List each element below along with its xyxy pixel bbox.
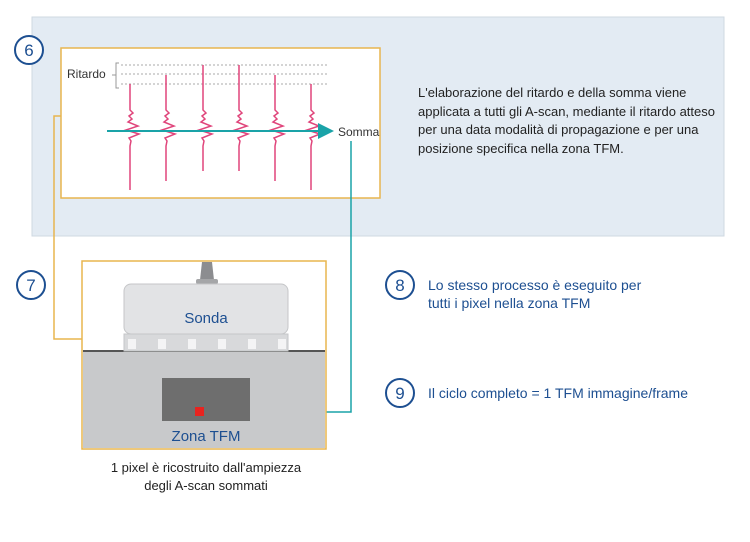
probe-label: Sonda bbox=[184, 310, 228, 327]
probe-element bbox=[188, 339, 196, 349]
tfm-pixel bbox=[195, 407, 204, 416]
probe-element bbox=[128, 339, 136, 349]
probe-element bbox=[278, 339, 286, 349]
tfm-zone bbox=[162, 378, 250, 421]
step-8-badge bbox=[385, 270, 415, 300]
sum-label: Somma bbox=[338, 125, 380, 139]
probe-element bbox=[158, 339, 166, 349]
step-6-badge bbox=[14, 35, 44, 65]
step-8-number: 8 bbox=[395, 276, 404, 295]
probe-cable-base bbox=[196, 279, 218, 284]
ascan-trace bbox=[196, 65, 215, 171]
ascan-trace bbox=[159, 75, 178, 181]
caption-line-1: 1 pixel è ricostruito dall'ampiezza bbox=[110, 460, 302, 475]
step-9-text: Il ciclo completo = 1 TFM immagine/frame bbox=[428, 385, 688, 401]
ascan-trace bbox=[232, 65, 251, 171]
pixel-caption: 1 pixel è ricostruito dall'ampiezza degl… bbox=[80, 459, 332, 495]
step-8-line-2: tutti i pixel nella zona TFM bbox=[428, 295, 591, 311]
probe-element-array bbox=[128, 339, 286, 349]
step-8-text: Lo stesso processo è eseguito per tutti … bbox=[428, 276, 738, 312]
ascans bbox=[123, 65, 323, 190]
delay-label: Ritardo bbox=[67, 67, 106, 81]
probe-element bbox=[218, 339, 226, 349]
ascan-frame bbox=[60, 47, 381, 199]
ascan-trace bbox=[123, 84, 142, 190]
caption-line-2: degli A-scan sommati bbox=[144, 478, 268, 493]
frame-connector bbox=[53, 115, 82, 340]
step-6-description: L'elaborazione del ritardo e della somma… bbox=[418, 85, 715, 156]
step-8-line-1: Lo stesso processo è eseguito per bbox=[428, 277, 642, 293]
step-7-number: 7 bbox=[26, 276, 35, 295]
step-7-badge bbox=[16, 270, 46, 300]
step-9-badge bbox=[385, 378, 415, 408]
probe-element bbox=[248, 339, 256, 349]
step-6-number: 6 bbox=[24, 41, 33, 60]
probe-cable bbox=[200, 262, 214, 280]
tfm-zone-label: Zona TFM bbox=[172, 428, 241, 445]
delay-bracket bbox=[112, 62, 119, 89]
ascan-trace bbox=[268, 75, 287, 181]
step-9-number: 9 bbox=[395, 384, 404, 403]
probe-elements bbox=[123, 333, 289, 352]
